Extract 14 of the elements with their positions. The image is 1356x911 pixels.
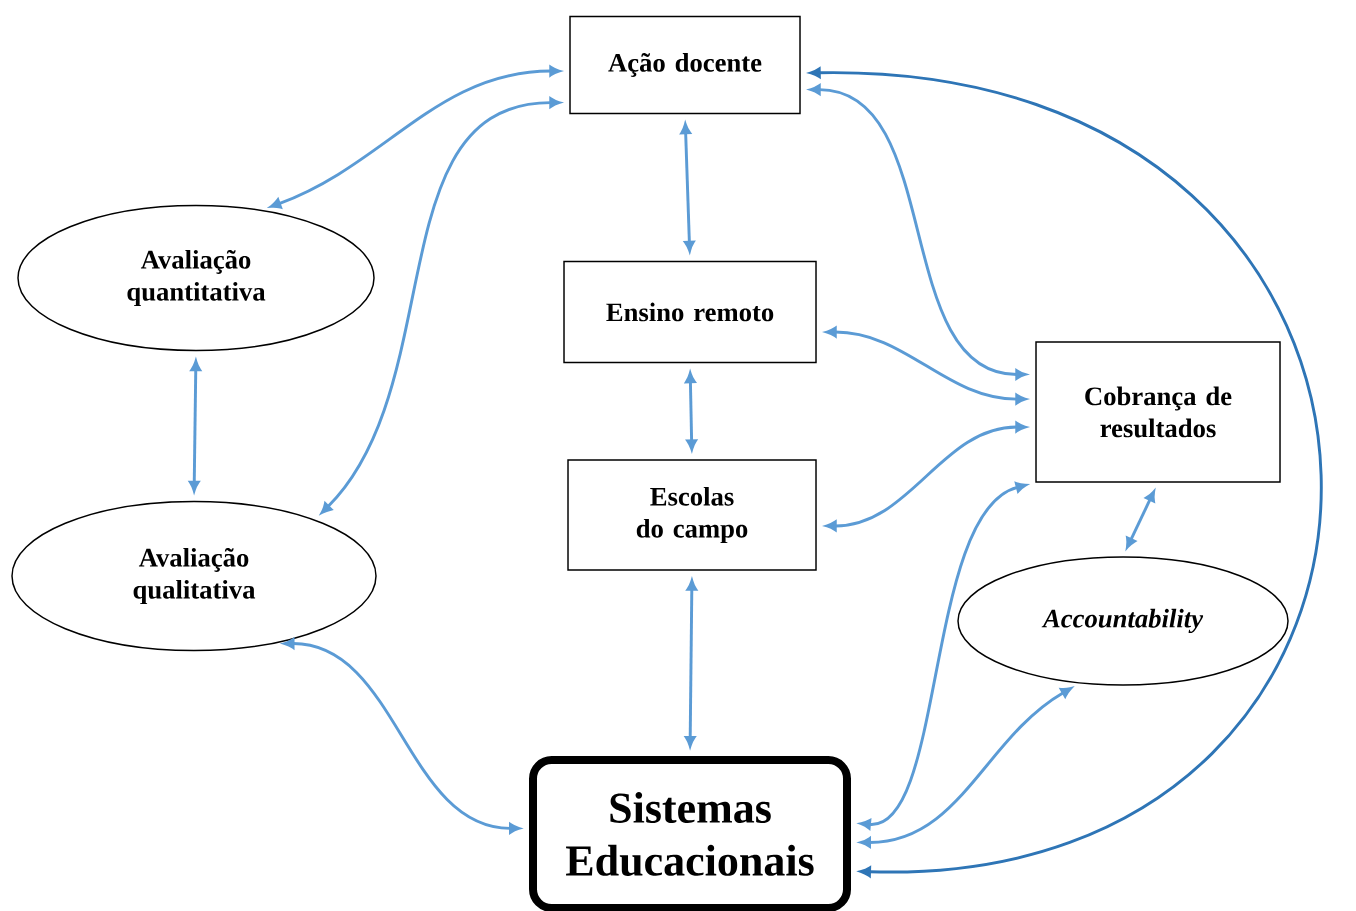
arrow (859, 482, 1027, 830)
arrow (684, 579, 698, 748)
oval-node: Avaliação quantitativa (17, 204, 375, 352)
process-box: Ensino remoto (563, 260, 817, 364)
rounded-box: Sistemas Educacionais (529, 756, 851, 911)
process-box: Escolas do campo (567, 459, 817, 571)
arrow (1126, 490, 1155, 549)
arrow (825, 421, 1027, 532)
oval-node: Avaliação qualitativa (11, 500, 377, 652)
arrow (809, 67, 1323, 878)
oval-node: Accountability (957, 556, 1289, 686)
process-box: Cobrança de resultados (1035, 341, 1281, 483)
arrow (859, 687, 1072, 848)
process-box: Ação docente (569, 15, 801, 115)
